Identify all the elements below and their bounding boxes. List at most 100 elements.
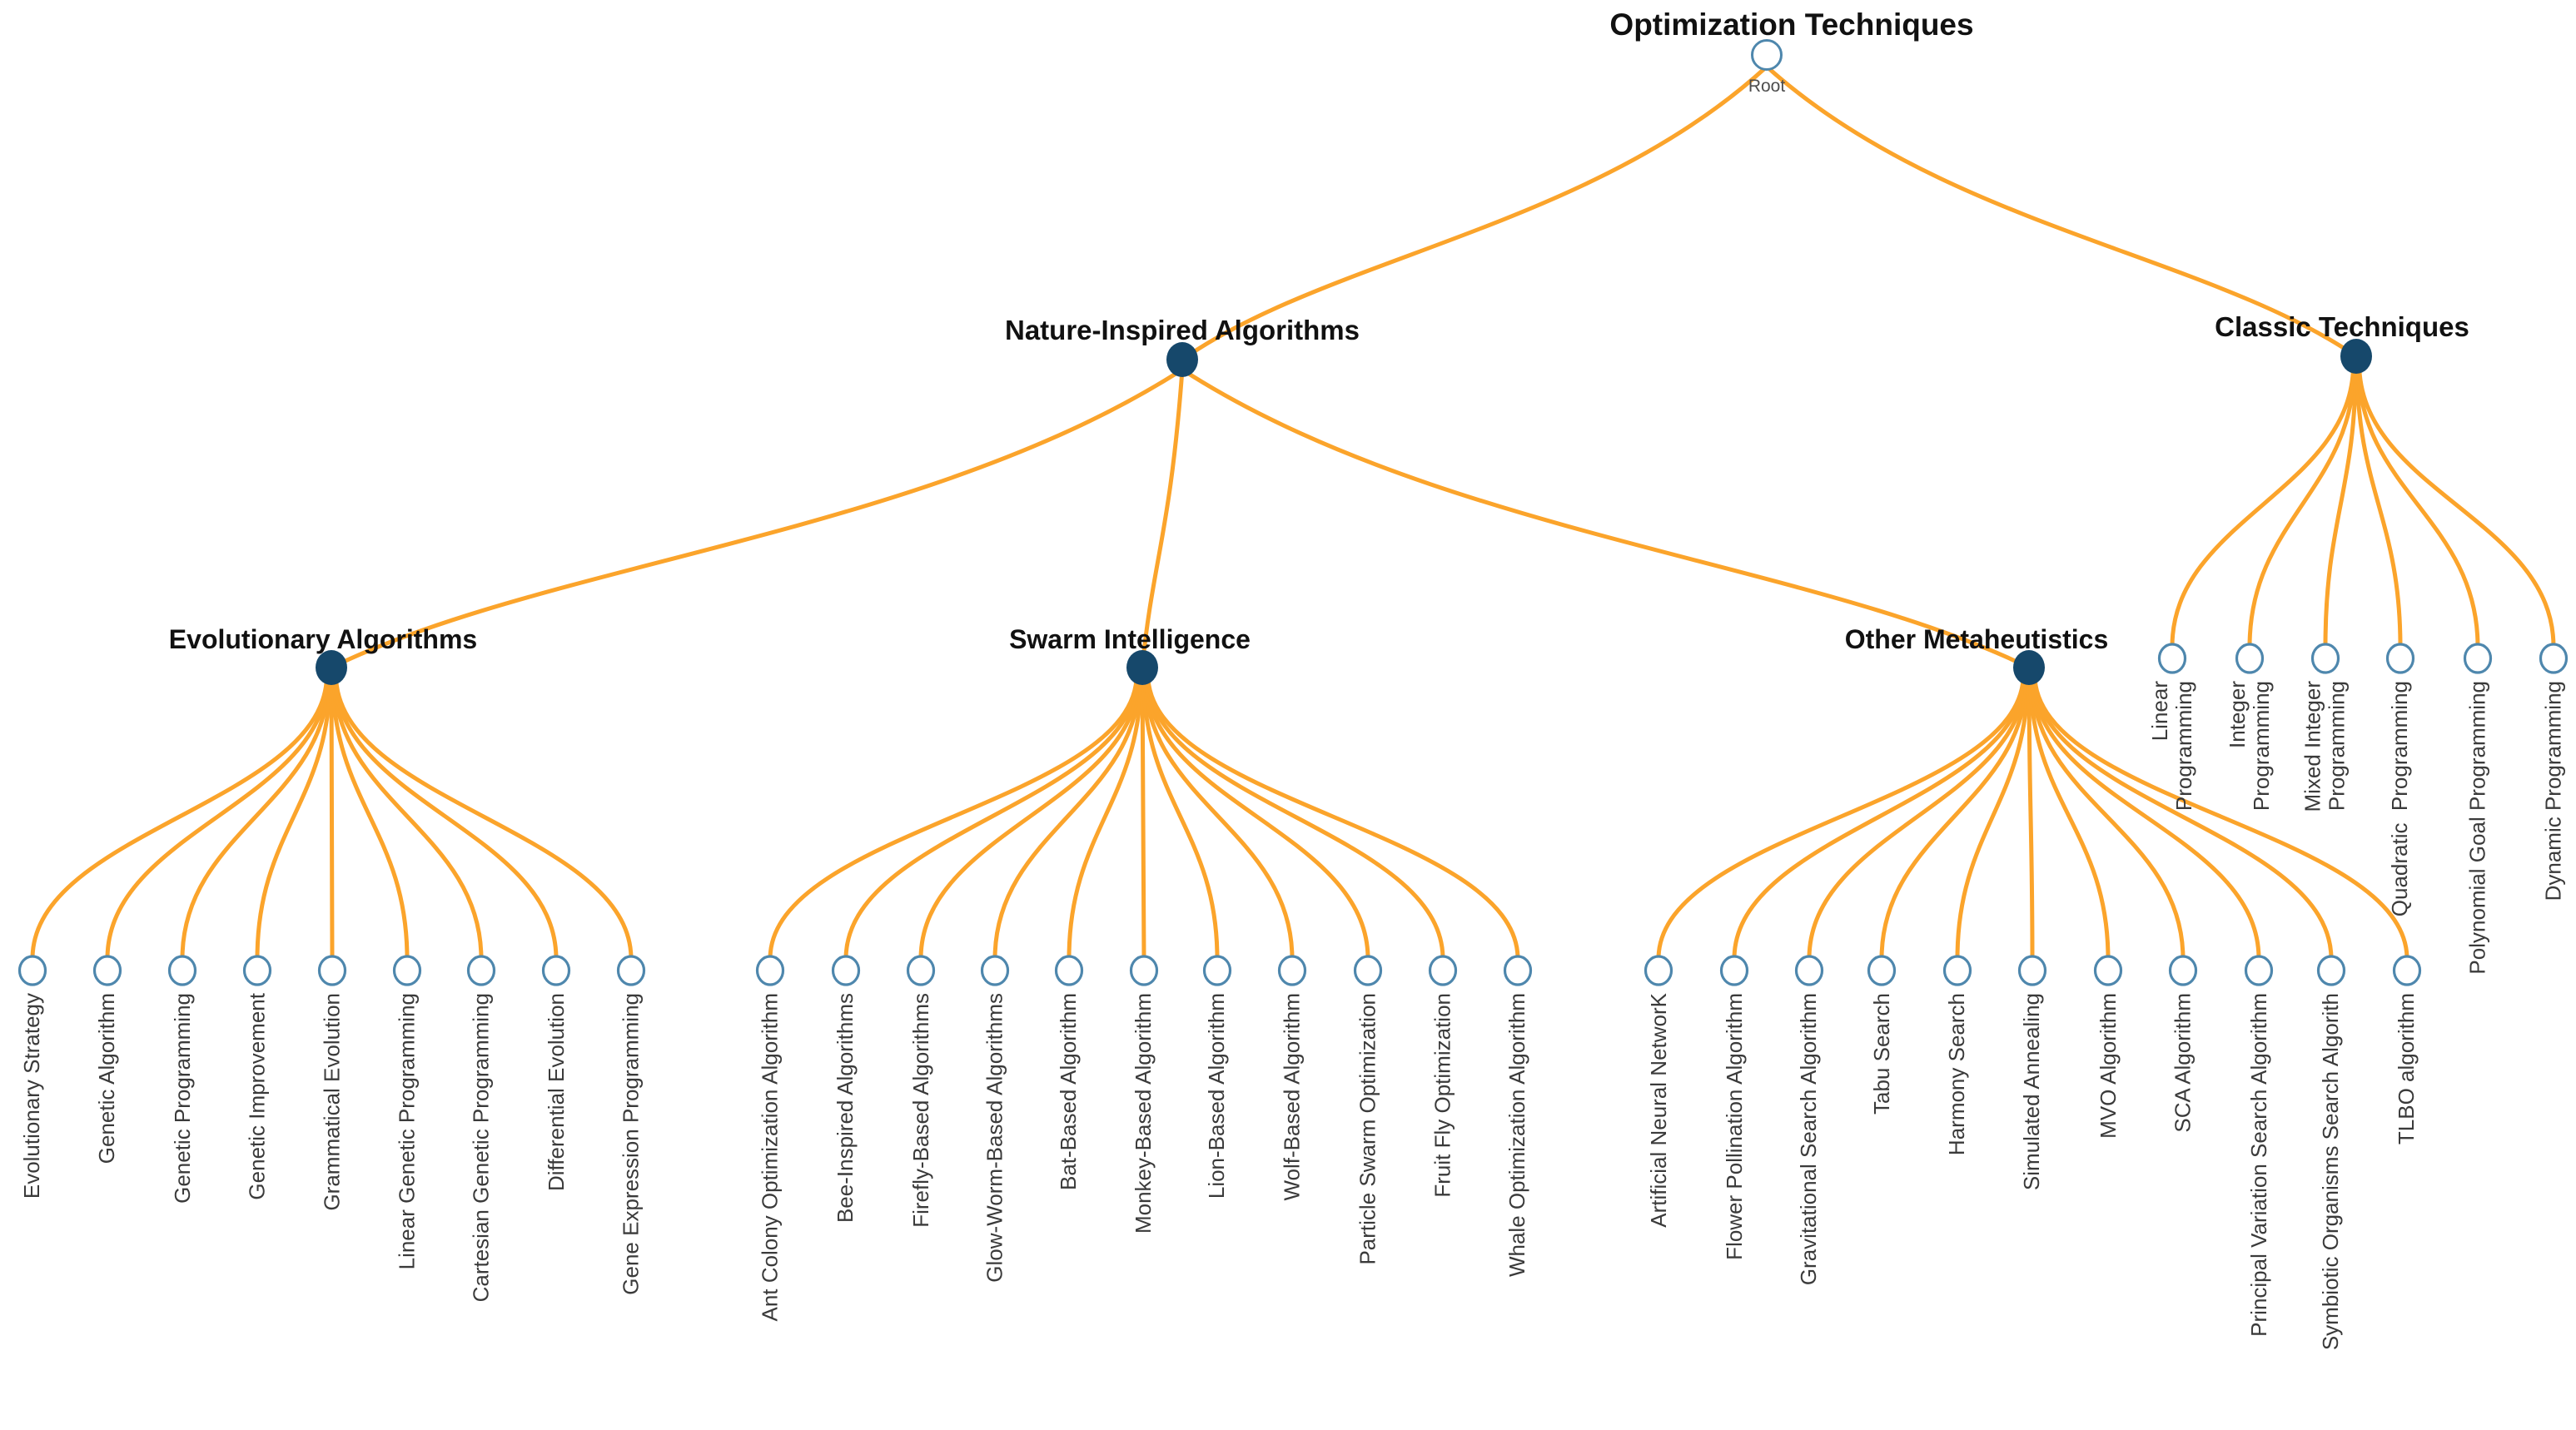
leaf-label-text: Harmony Search: [1944, 993, 1970, 1156]
group-title: Evolutionary Algorithms: [168, 624, 478, 654]
tree-edge: [1146, 672, 1520, 961]
leaf-node-circle: [906, 955, 936, 986]
leaf-label-text: Gravitational Search Algorithm: [1796, 993, 1822, 1286]
leaf-node-circle: [2385, 643, 2415, 674]
leaf-label-text: Mixed Integer Programming: [2300, 681, 2350, 812]
tree-edge: [1140, 367, 1185, 670]
leaf-label-text: Glow-Worm-Based Algorithms: [982, 993, 1007, 1283]
leaf-node-circle: [1277, 955, 1307, 986]
tree-edge: [2247, 360, 2357, 649]
leaf-node-circle: [1867, 955, 1897, 986]
leaf-node-circle: [1942, 955, 1972, 986]
tree-edge: [2355, 360, 2403, 649]
leaf-label-text: Fruit Fly Optimization: [1430, 993, 1455, 1198]
leaf-label-text: Bee-Inspired Algorithms: [833, 993, 858, 1224]
tree-edge: [329, 367, 1185, 670]
leaf-label-text: Artificial Neural NetworK: [1645, 993, 1671, 1228]
leaf-label-text: Grammatical Evolution: [319, 993, 345, 1211]
leaf-node-circle: [466, 955, 496, 986]
tree-edge: [1180, 64, 1769, 362]
leaf-node-circle: [1202, 955, 1232, 986]
tree-edge: [2027, 672, 2111, 961]
leaf-node-circle: [17, 955, 47, 986]
leaf-node-circle: [1129, 955, 1159, 986]
tree-edge: [2357, 360, 2556, 649]
leaf-label-text: Polynomial Goal Programming: [2464, 681, 2490, 975]
leaf-label-text: Tabu Search: [1868, 993, 1894, 1115]
leaf-node-circle: [317, 955, 347, 986]
branch-node-circle: [2340, 339, 2372, 374]
tree-edge: [1140, 672, 1146, 961]
leaf-label-text: Integer Programming: [2225, 681, 2274, 812]
group-title: Other Metaheutistics: [1844, 624, 2109, 654]
tree-edge: [1067, 672, 1144, 961]
tree-edge: [1180, 367, 2031, 670]
leaf-label-text: Simulated Annealing: [2019, 993, 2045, 1191]
leaf-label-text: Monkey-Based Algorithm: [1131, 993, 1156, 1234]
leaf-node-circle: [2157, 643, 2187, 674]
leaf-node-circle: [1794, 955, 1824, 986]
tree-edge: [333, 672, 634, 961]
leaf-label-text: SCA Algorithm: [2170, 993, 2196, 1133]
tree-edge: [2323, 360, 2358, 649]
leaf-label-text: Linear Programming: [2147, 681, 2196, 812]
tree-edge: [2030, 672, 2261, 961]
tree-edge: [105, 672, 331, 961]
tree-edge: [2029, 672, 2186, 961]
tree-edge: [1656, 672, 2026, 961]
tree-edge: [918, 672, 1141, 961]
tree-edge: [1807, 672, 2028, 961]
tree-edge: [332, 672, 559, 961]
tree-edge: [30, 672, 330, 961]
group-node-circle: [2013, 650, 2045, 685]
leaf-node-circle: [1054, 955, 1084, 986]
leaf-node-circle: [92, 955, 122, 986]
tree-edge: [1764, 64, 2359, 359]
leaf-label-text: Firefly-Based Algorithms: [908, 993, 933, 1228]
leaf-node-circle: [1644, 955, 1673, 986]
tree-edge: [843, 672, 1141, 961]
leaf-node-circle: [980, 955, 1010, 986]
leaf-node-circle: [1428, 955, 1458, 986]
leaf-node-circle: [2392, 955, 2422, 986]
leaf-node-circle: [392, 955, 422, 986]
leaf-node-circle: [2093, 955, 2123, 986]
leaf-node-circle: [1719, 955, 1749, 986]
tree-edge: [2355, 360, 2480, 649]
leaf-label-text: TLBO algorithm: [2394, 993, 2419, 1145]
tree-edge: [992, 672, 1142, 961]
tree-edge: [331, 672, 484, 961]
leaf-label-text: Particle Swarm Optimization: [1355, 993, 1380, 1265]
tree-edge: [329, 672, 335, 961]
group-node-circle: [316, 650, 347, 685]
leaf-label-text: Differential Evolution: [543, 993, 569, 1191]
tree-edge: [180, 672, 331, 961]
tree-edge: [2026, 672, 2035, 961]
tree-edge: [1143, 672, 1370, 961]
leaf-label-text: Whale Optimization Algorithm: [1504, 993, 1530, 1278]
leaf-label-text: Principal Variation Search Algorithm: [2245, 993, 2271, 1337]
tree-edge: [2170, 360, 2356, 649]
leaf-label-text: Cartesian Genetic Programming: [468, 993, 494, 1303]
leaf-node-circle: [831, 955, 861, 986]
leaf-node-circle: [2539, 643, 2569, 674]
leaf-label-text: Wolf-Based Algorithm: [1279, 993, 1305, 1201]
tree-edge: [2031, 672, 2334, 961]
tree-edge: [768, 672, 1139, 961]
leaf-label-text: Genetic Programming: [169, 993, 195, 1204]
leaf-node-circle: [541, 955, 571, 986]
page-title: Optimization Techniques: [1609, 7, 1974, 42]
leaf-label-text: Gene Expression Programming: [618, 993, 644, 1295]
leaf-label-text: Linear Genetic Programming: [394, 993, 420, 1270]
leaf-label-text: Evolutionary Strategy: [19, 993, 45, 1199]
tree-edge: [255, 672, 333, 961]
leaf-label-text: Bat-Based Algorithm: [1056, 993, 1082, 1191]
leaf-node-circle: [755, 955, 785, 986]
tree-edge: [1879, 672, 2029, 961]
tree-edge: [1144, 672, 1445, 961]
tree-edge: [1141, 672, 1220, 961]
leaf-label-text: Dynamic Programming: [2540, 681, 2566, 901]
leaf-node-circle: [616, 955, 646, 986]
